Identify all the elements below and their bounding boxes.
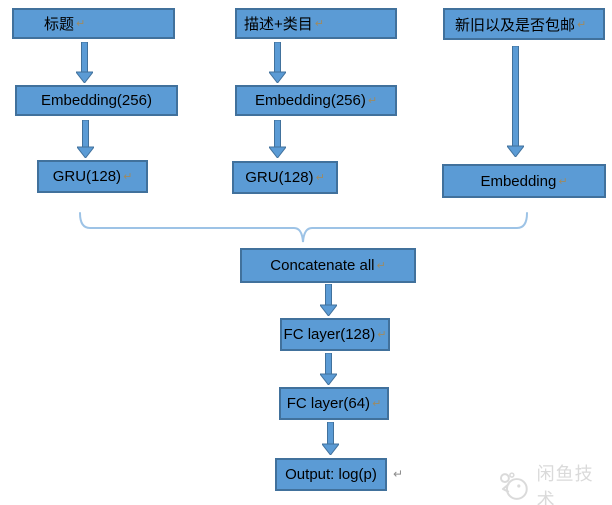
node-fc-layer-128: FC layer(128) ↵: [280, 318, 390, 351]
watermark-text: 闲鱼技术: [536, 464, 594, 505]
node-title-embedding: Embedding(256): [15, 85, 178, 116]
node-attrs-input: 新旧以及是否包邮 ↵: [443, 8, 605, 40]
node-label: FC layer(64): [286, 395, 371, 412]
paragraph-mark-icon: ↵: [577, 18, 587, 31]
fish-icon: [499, 472, 528, 500]
paragraph-mark-icon: ↵: [393, 467, 404, 481]
node-label: Output: log(p): [285, 466, 377, 483]
node-label: Embedding(256): [254, 92, 366, 109]
node-fc-layer-64: FC layer(64) ↵: [279, 387, 389, 420]
node-label: FC layer(128): [283, 326, 376, 343]
paragraph-mark-icon: ↵: [315, 172, 325, 184]
node-desc-input: 描述+类目 ↵: [235, 8, 397, 39]
paragraph-mark-icon: ↵: [123, 171, 133, 183]
node-desc-embedding: Embedding(256) ↵: [235, 85, 397, 116]
node-label: 新旧以及是否包邮: [455, 16, 576, 34]
arrow-down-icon: [77, 120, 94, 158]
node-label: 描述+类目: [244, 16, 313, 33]
arrow-down-icon: [507, 46, 524, 157]
arrow-down-icon: [320, 284, 337, 316]
arrow-down-icon: [269, 120, 286, 158]
node-concatenate-all: Concatenate all ↵: [240, 248, 416, 283]
paragraph-mark-icon: ↵: [314, 18, 324, 30]
node-label: GRU(128): [52, 168, 122, 185]
node-label: Embedding: [480, 172, 557, 190]
paragraph-mark-icon: ↵: [376, 260, 386, 272]
arrow-down-icon: [269, 42, 286, 83]
node-label: Concatenate all: [270, 257, 375, 274]
paragraph-mark-icon: ↵: [76, 18, 86, 30]
paragraph-mark-icon: ↵: [377, 329, 387, 341]
watermark: 闲鱼技术: [497, 460, 612, 505]
paragraph-mark-icon: ↵: [372, 398, 382, 410]
gather-brace: [79, 212, 528, 243]
node-attrs-embedding: Embedding ↵: [442, 164, 606, 198]
node-title-input: 标题 ↵: [12, 8, 175, 39]
arrow-down-icon: [76, 42, 93, 83]
arrow-down-icon: [322, 422, 339, 455]
node-output: Output: log(p): [275, 458, 387, 491]
paragraph-mark-icon: ↵: [367, 95, 378, 107]
node-desc-gru: GRU(128) ↵: [232, 161, 338, 194]
arrow-down-icon: [320, 353, 337, 385]
node-label: 标题: [44, 16, 75, 33]
node-title-gru: GRU(128) ↵: [37, 160, 148, 193]
node-label: GRU(128): [245, 169, 314, 186]
paragraph-mark-icon: ↵: [558, 175, 568, 188]
node-label: Embedding(256): [41, 92, 152, 109]
